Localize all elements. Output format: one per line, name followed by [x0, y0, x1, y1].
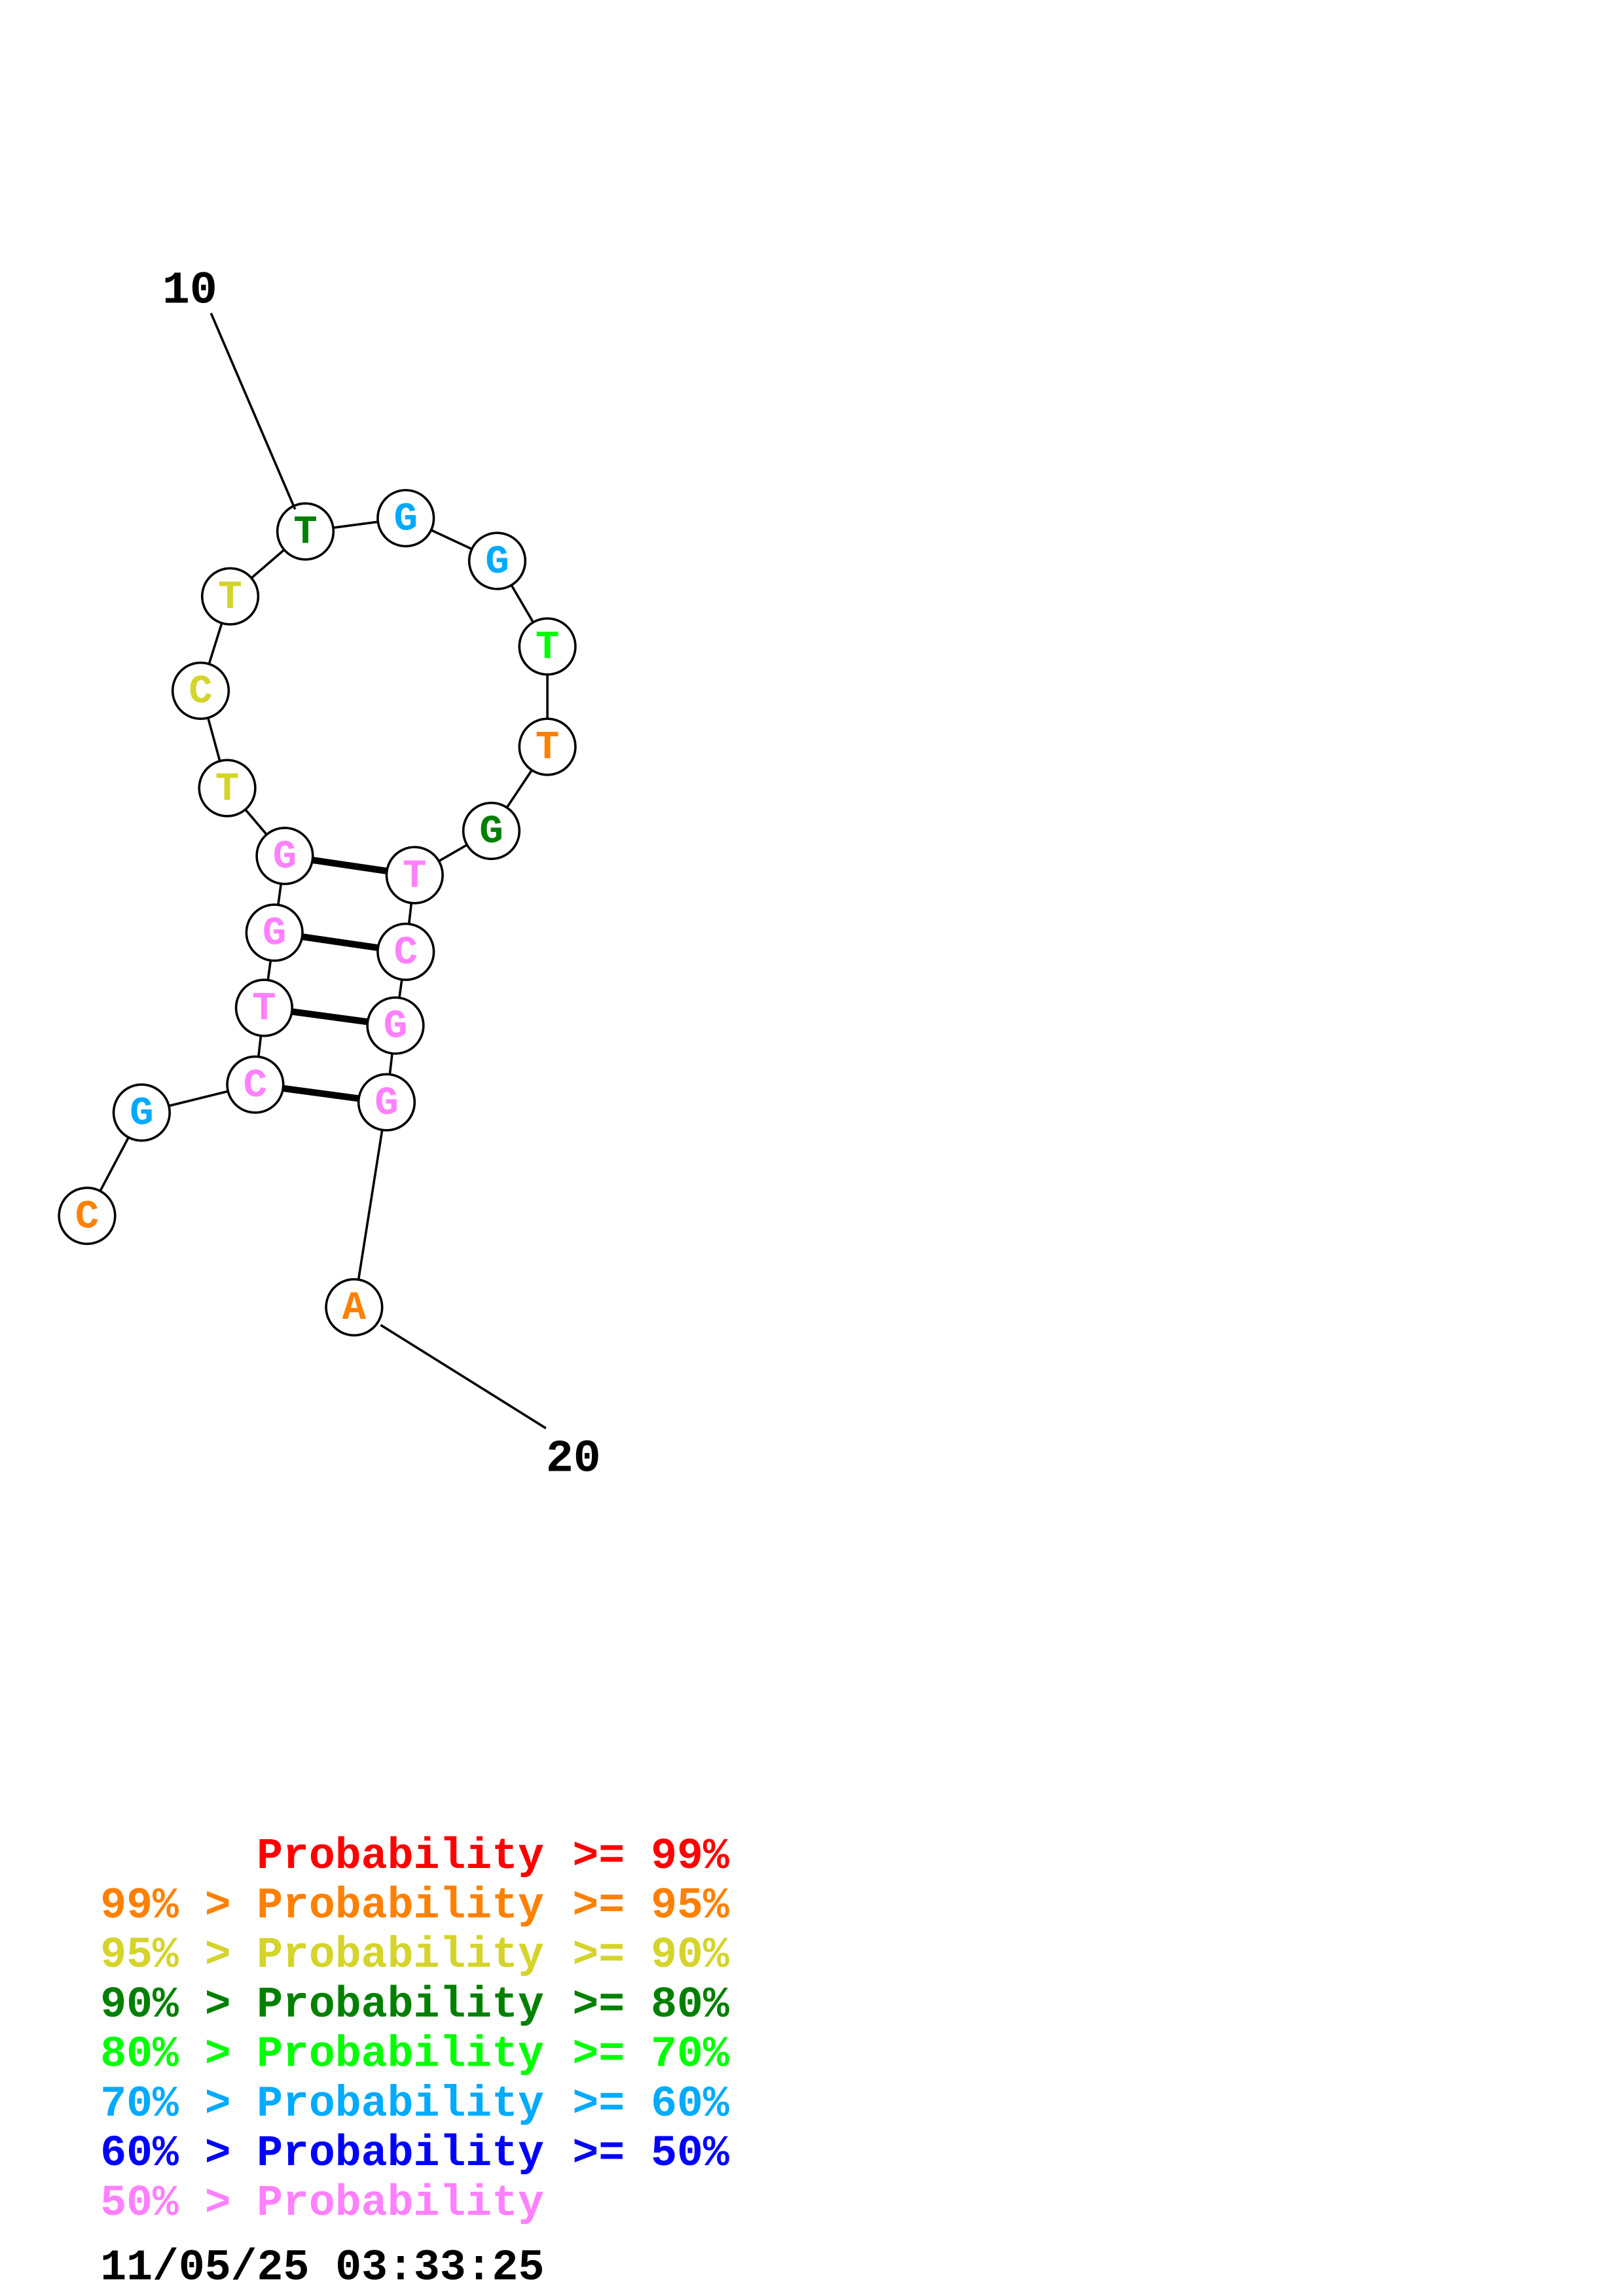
legend-row-label: Probability: [257, 2030, 544, 2079]
legend-row-suffix: >= 70%: [572, 2030, 729, 2079]
nucleotide-circle: [276, 502, 335, 561]
nucleotide-letter: T: [536, 626, 560, 671]
nucleotide-letter: G: [130, 1092, 154, 1137]
legend-row-label: Probability: [257, 1981, 544, 2030]
backbone-lines: [86, 516, 549, 1308]
nucleotide-circle: [255, 827, 314, 886]
nucleotide-circle: [226, 1055, 285, 1114]
legend-row-label: Probability: [257, 2179, 544, 2228]
legend-row-suffix: >= 60%: [572, 2079, 729, 2128]
nucleotide-letter: G: [393, 497, 418, 542]
nucleotide-circle: [245, 903, 304, 962]
nucleotide-circle: [325, 1278, 384, 1337]
nucleotide-letter: G: [374, 1081, 399, 1126]
nucleotide-letter: C: [244, 1064, 268, 1109]
nucleotide-circle: [462, 801, 521, 861]
legend-row-suffix: >= 90%: [572, 1931, 729, 1980]
nucleotide-1: C: [58, 1187, 117, 1246]
nucleotide-5: G: [245, 903, 304, 962]
legend-row-label: Probability: [257, 1931, 544, 1980]
nucleotide-circle: [357, 1073, 416, 1132]
index-10-tick: [210, 312, 297, 510]
nucleotide-18: G: [366, 996, 425, 1055]
backbone-segment: [353, 1102, 388, 1308]
nucleotide-circle: [200, 567, 260, 626]
nucleotide-circle: [518, 717, 577, 776]
index-label-20: 20: [546, 1433, 601, 1485]
nucleotide-circle: [171, 661, 230, 720]
legend-row-suffix: >= 95%: [572, 1881, 729, 1930]
nucleotide-letter: T: [293, 511, 318, 556]
nucleotide-letter: C: [393, 931, 418, 976]
nucleotide-6: G: [255, 827, 314, 886]
legend-row-label: Probability: [257, 2079, 544, 2128]
nucleotide-3: C: [226, 1055, 285, 1114]
legend-row-prefix: 50% >: [100, 2179, 230, 2228]
legend-row-prefix: 60% >: [100, 2129, 230, 2178]
nucleotide-20: A: [325, 1278, 384, 1337]
nucleotide-15: G: [462, 801, 521, 861]
timestamp: 11/05/25 03:33:25: [100, 2244, 544, 2293]
nucleotide-14: T: [518, 717, 577, 776]
nucleotide-circle: [376, 489, 435, 548]
nucleotide-circle: [58, 1187, 117, 1246]
legend-row-label: Probability: [257, 2129, 544, 2178]
legend-row-label: Probability: [257, 1881, 544, 1930]
nucleotide-letter: T: [252, 987, 276, 1032]
nucleotide-letter: G: [263, 912, 287, 957]
legend-row-prefix: 90% >: [100, 1981, 230, 2030]
nucleotide-8: C: [171, 661, 230, 720]
nucleotide-circle: [376, 922, 435, 981]
nucleotide-letter: C: [75, 1194, 100, 1240]
nucleotide-10: T: [276, 502, 335, 561]
legend-row-label: Probability: [257, 1832, 544, 1881]
legend-row-prefix: 80% >: [100, 2030, 230, 2079]
nucleotide-circle: [366, 996, 425, 1055]
legend-row-prefix: 70% >: [100, 2079, 230, 2128]
nucleotide-circle: [467, 531, 527, 590]
nucleotide-letter: T: [403, 854, 427, 899]
nucleotide-circle: [112, 1083, 171, 1142]
nucleotide-13: T: [518, 617, 577, 676]
index-label-10: 10: [162, 265, 217, 317]
legend-row-prefix: 95% >: [100, 1931, 230, 1980]
nucleotide-letter: G: [384, 1005, 408, 1050]
legend-row-suffix: >= 50%: [572, 2129, 729, 2178]
legend-row-suffix: >= 80%: [572, 1981, 729, 2030]
nucleotide-letter: A: [342, 1286, 367, 1331]
nucleotide-letter: T: [536, 726, 560, 771]
nucleotide-letter: G: [485, 540, 509, 585]
nucleotide-9: T: [200, 567, 260, 626]
nucleotide-12: G: [467, 531, 527, 590]
nucleotide-2: G: [112, 1083, 171, 1142]
nucleotide-16: T: [385, 846, 444, 905]
nucleotide-letter: C: [189, 670, 213, 715]
nucleotide-letter: G: [479, 810, 503, 855]
nucleotide-7: T: [198, 759, 257, 817]
nucleotide-circle: [234, 978, 294, 1037]
nucleotide-letter: T: [215, 767, 240, 812]
nucleotide-17: C: [376, 922, 435, 981]
nucleotide-circle: [198, 759, 257, 817]
legend-row-suffix: >= 99%: [572, 1832, 729, 1881]
nucleotide-4: T: [234, 978, 294, 1037]
nucleotide-circle: [518, 617, 577, 676]
probability-legend: Probability >= 99% 99% > Probability >= 95% 9…: [100, 1832, 729, 2228]
nucleotide-11: G: [376, 489, 435, 548]
index-20-tick: [380, 1323, 547, 1429]
nucleotide-circle: [385, 846, 444, 905]
nucleotide-letter: G: [273, 835, 297, 880]
nucleotide-19: G: [357, 1073, 416, 1132]
legend-row-prefix: 99% >: [100, 1881, 230, 1930]
nucleotide-letter: T: [218, 575, 242, 620]
